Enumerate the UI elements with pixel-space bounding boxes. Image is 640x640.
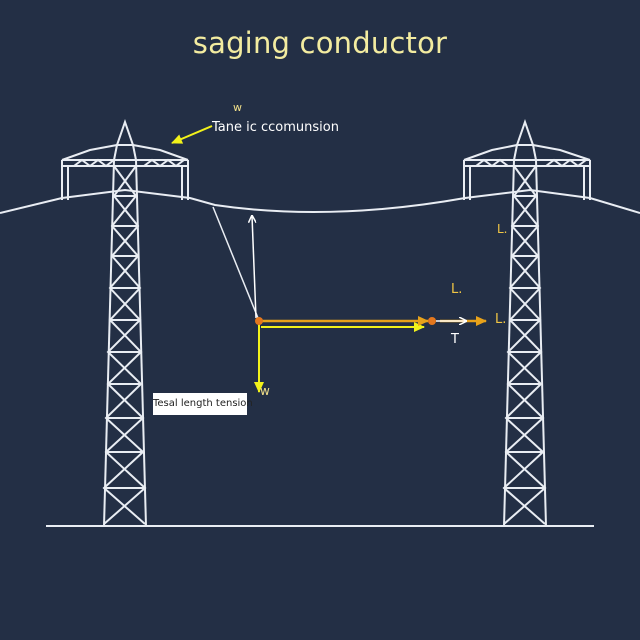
tension-label-box: Tesal length tension <box>153 393 253 415</box>
label-L-1: L. <box>451 282 463 297</box>
tension-point-dot <box>428 317 436 325</box>
conductor-line <box>0 188 640 214</box>
diagram-title: saging conductor <box>192 26 448 60</box>
tension-arrow-up <box>252 216 257 319</box>
force-point-dot <box>255 317 263 325</box>
right-tower <box>463 118 591 527</box>
label-w-weight: w <box>260 384 270 398</box>
label-L-2: L. <box>497 222 508 236</box>
pointer-arrow <box>171 125 213 144</box>
label-L-3: L. <box>495 312 507 327</box>
slant-line <box>212 206 259 319</box>
label-T: T <box>451 332 459 347</box>
label-annotation: Tane ic ccomunsion <box>212 120 339 135</box>
left-tower <box>61 118 189 527</box>
label-w-top: w <box>233 101 242 114</box>
